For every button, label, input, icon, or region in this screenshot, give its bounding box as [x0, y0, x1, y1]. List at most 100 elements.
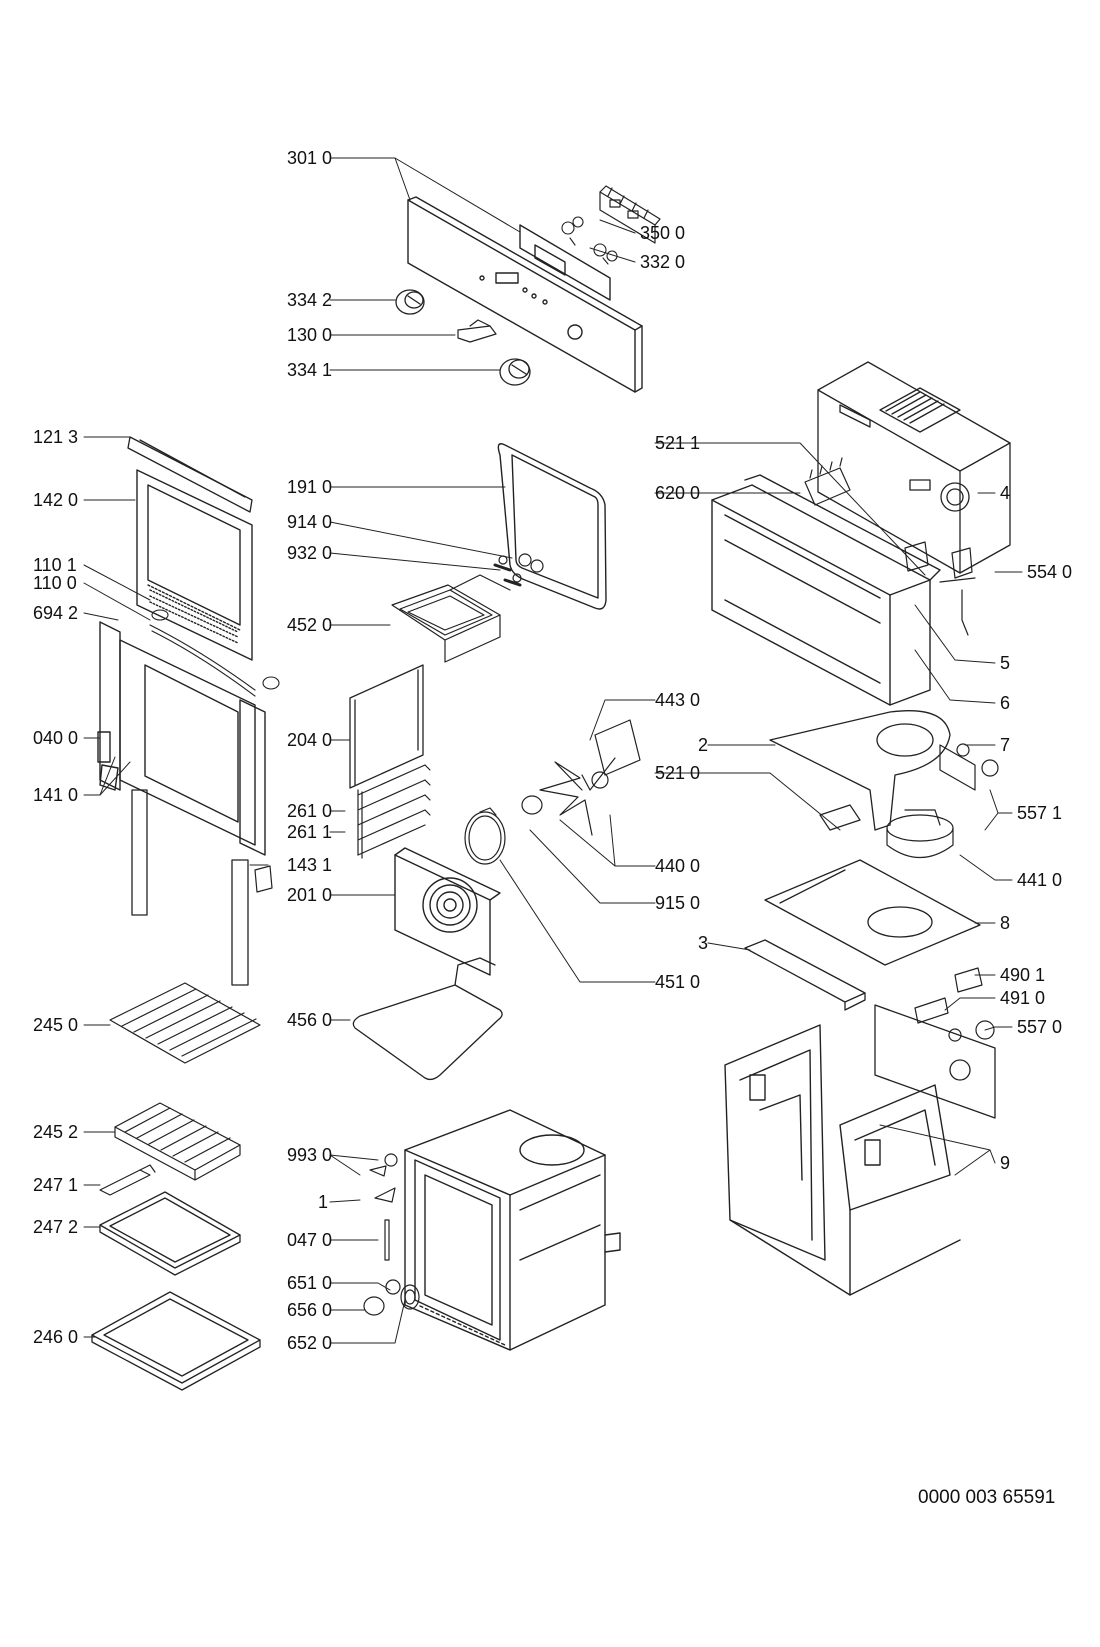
label-247-2: 247 2 [33, 1217, 79, 1237]
label-452-0: 452 0 [287, 615, 333, 635]
back-cover-201 [394, 847, 501, 976]
label-301-0: 301 0 [287, 148, 333, 168]
label-334-2: 334 2 [287, 290, 333, 310]
push-buttons-part [561, 216, 618, 265]
connector-620 [804, 457, 851, 506]
label-246-0: 246 0 [33, 1327, 79, 1347]
electronic-board-part [599, 185, 661, 244]
label-121-3: 121 3 [33, 427, 79, 447]
control-knobs-651-656-652 [363, 1279, 420, 1316]
label-7: 7 [1000, 735, 1011, 755]
heating-ring-451 [464, 807, 506, 865]
label-334-1: 334 1 [287, 360, 333, 380]
gasket-191 [497, 443, 607, 610]
wire-shelf-245-0 [109, 982, 261, 1064]
switch-521-0 [819, 804, 861, 831]
label-142-0: 142 0 [33, 490, 79, 510]
label-932-0: 932 0 [287, 543, 333, 563]
top-panel-4 [817, 361, 1011, 574]
label-110-0: 110 0 [33, 573, 77, 593]
knob-334-1 [499, 358, 531, 386]
base-plate-8 [764, 859, 981, 966]
label-141-0: 141 0 [33, 785, 79, 805]
drip-tray-246 [91, 1291, 261, 1391]
label-491-0: 491 0 [1000, 988, 1046, 1008]
door-hinge-143 [254, 865, 273, 893]
label-261-0: 261 0 [287, 801, 333, 821]
profile-3 [744, 939, 866, 1011]
bracket-130 [457, 319, 497, 343]
label-130-0: 130 0 [287, 325, 333, 345]
motor-441 [886, 809, 954, 858]
label-490-1: 490 1 [1000, 965, 1046, 985]
label-620-0: 620 0 [655, 483, 701, 503]
grill-element-452 [391, 574, 511, 663]
label-2: 2 [698, 735, 709, 755]
back-panel [874, 1004, 996, 1119]
switch-block-491 [914, 997, 949, 1024]
label-557-0: 557 0 [1017, 1017, 1063, 1037]
label-143-1: 143 1 [287, 855, 333, 875]
label-440-0: 440 0 [655, 856, 701, 876]
sensor-557-0 [948, 1020, 995, 1042]
switch-490 [954, 967, 983, 993]
label-4: 4 [1000, 483, 1011, 503]
label-204-0: 204 0 [287, 730, 333, 750]
door-frame-141 [97, 621, 266, 856]
door-inner-glass-142 [136, 469, 253, 661]
label-110-1: 110 1 [33, 555, 77, 575]
label-9: 9 [1000, 1153, 1011, 1173]
door-top-profile-121 [127, 436, 253, 513]
rails-261 [357, 764, 431, 859]
air-duct-2 [769, 710, 951, 831]
fasteners-914-932 [493, 553, 544, 587]
label-554-0: 554 0 [1027, 562, 1073, 582]
tray-handle-247-1 [99, 1164, 156, 1196]
label-521-0: 521 0 [655, 763, 701, 783]
label-8: 8 [1000, 913, 1011, 933]
drawing-reference-code: 0000 003 65591 [918, 1487, 1056, 1508]
hinge-parts-993-047 [369, 1153, 398, 1261]
label-651-0: 651 0 [287, 1273, 333, 1293]
label-047-0: 047 0 [287, 1230, 333, 1250]
baking-tray-247-2 [99, 1191, 241, 1276]
fan-443-440 [521, 719, 641, 836]
label-245-2: 245 2 [33, 1122, 79, 1142]
shelf-support-204 [349, 664, 424, 789]
label-247-1: 247 1 [33, 1175, 79, 1195]
leader-lines [83, 157, 1023, 1344]
fan-motor-bracket-5 [711, 474, 941, 706]
label-915-0: 915 0 [655, 893, 701, 913]
label-451-0: 451 0 [655, 972, 701, 992]
label-914-0: 914 0 [287, 512, 333, 532]
door-hinge-110 [149, 609, 280, 697]
label-6: 6 [1000, 693, 1011, 713]
label-993-0: 993 0 [287, 1145, 333, 1165]
label-261-1: 261 1 [287, 822, 333, 842]
label-521-1: 521 1 [655, 433, 701, 453]
label-040-0: 040 0 [33, 728, 79, 748]
grill-rack-245-2 [114, 1102, 241, 1181]
control-panel-part [407, 196, 643, 393]
label-5: 5 [1000, 653, 1011, 673]
sensors-557-1 [939, 743, 999, 791]
knob-334-2 [395, 289, 425, 315]
label-656-0: 656 0 [287, 1300, 333, 1320]
label-1: 1 [318, 1192, 329, 1212]
label-652-0: 652 0 [287, 1333, 333, 1353]
switch-521-1 [904, 541, 929, 572]
oven-housing-9 [724, 1024, 961, 1296]
label-332-0: 332 0 [640, 252, 686, 272]
label-191-0: 191 0 [287, 477, 333, 497]
label-441-0: 441 0 [1017, 870, 1063, 890]
label-443-0: 443 0 [655, 690, 701, 710]
door-side-strips [131, 789, 249, 986]
label-350-0: 350 0 [640, 223, 686, 243]
bottom-element-456 [352, 957, 503, 1081]
label-201-0: 201 0 [287, 885, 333, 905]
label-3: 3 [698, 933, 709, 953]
label-245-0: 245 0 [33, 1015, 79, 1035]
thermostat-554 [939, 547, 976, 636]
